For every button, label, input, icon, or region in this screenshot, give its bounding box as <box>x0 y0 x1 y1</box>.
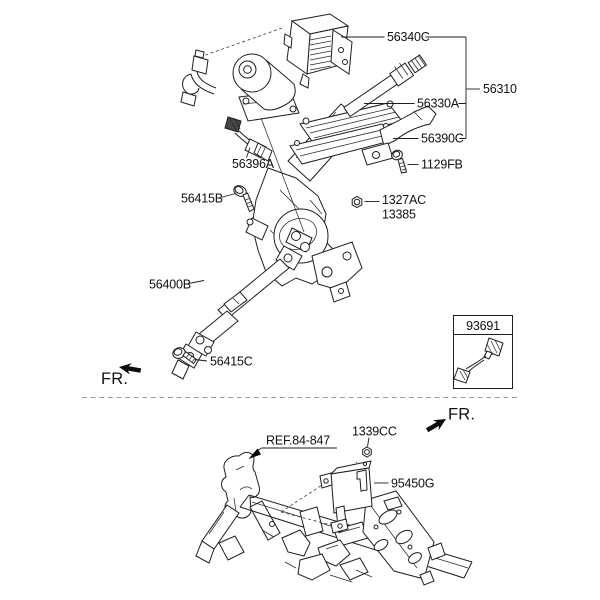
leader-lines-bottom <box>248 437 389 484</box>
fr-arrow-bottom-icon <box>425 419 446 433</box>
part-label-56400b: 56400B <box>149 278 191 292</box>
nut-1327ac-drawing <box>351 195 363 209</box>
fr-label-top: FR. <box>101 370 128 388</box>
fr-arrow-top-icon <box>119 363 142 375</box>
part-label-13385: 13385 <box>382 208 416 222</box>
part-label-1327ac: 1327AC <box>382 193 426 207</box>
part-label-56415c: 56415C <box>210 355 253 369</box>
part-label-56330a: 56330A <box>417 97 460 111</box>
nut-1339cc-drawing <box>362 446 372 458</box>
part-label-95450g: 95450G <box>391 477 434 491</box>
inset-part-drawing <box>453 337 504 384</box>
ecu-56340c-drawing <box>283 13 353 89</box>
upper-ujoint-drawing <box>275 227 313 271</box>
crossmember-drawing <box>195 451 473 586</box>
leader-lines-top <box>188 36 480 362</box>
bolt-1129fb-drawing <box>391 149 408 174</box>
part-label-1129fb: 1129FB <box>421 158 463 172</box>
assembly-dashed-line <box>199 27 283 58</box>
bolt-56415b-drawing <box>233 185 255 213</box>
construction-line <box>257 109 305 233</box>
pigtail-56396a-drawing <box>224 116 273 162</box>
upper-shaft-drawing <box>343 54 428 118</box>
part-label-56390c: 56390C <box>421 132 464 146</box>
ref-label: REF.84-847 <box>266 434 330 448</box>
harness-drawing <box>180 49 217 107</box>
part-label-1339cc: 1339CC <box>352 425 397 439</box>
part-label-56415b: 56415B <box>181 192 223 206</box>
part-label-56310: 56310 <box>483 82 517 96</box>
motor-drawing <box>232 53 300 122</box>
inset-box-93691: 93691 <box>453 315 513 389</box>
column-housing-drawing <box>245 100 437 303</box>
mounting-dashed-lines <box>280 461 358 527</box>
part-label-56340c: 56340C <box>387 30 430 44</box>
part-label-93691: 93691 <box>466 319 500 333</box>
fr-label-bottom: FR. <box>448 406 475 424</box>
part-label-56396a: 56396A <box>232 157 275 171</box>
ecu-95450g-drawing <box>319 460 373 534</box>
